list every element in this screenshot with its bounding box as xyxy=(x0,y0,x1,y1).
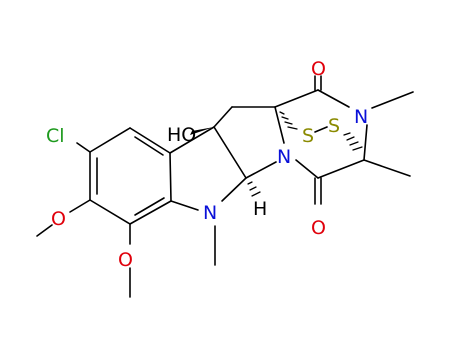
hydroxyl-group: HO xyxy=(167,124,196,146)
diketopiperazine-ring xyxy=(274,75,368,205)
pyrrolidine-nitrogen: N xyxy=(277,146,291,168)
benzene-ring xyxy=(89,127,172,225)
wedge-bond-oh xyxy=(190,127,214,135)
disulfide-bridge xyxy=(279,111,363,151)
methoxy-oxygen-2: O xyxy=(118,249,133,271)
stereo-bonds xyxy=(190,127,261,197)
substituent-bonds xyxy=(36,91,414,298)
hydrogen-atom: H xyxy=(253,198,267,220)
carbonyl-oxygen-bottom: O xyxy=(311,217,326,239)
atom-labels: Cl HO O O N N N S S H O O xyxy=(46,58,368,271)
indoline-nitrogen: N xyxy=(203,202,217,224)
carbonyl-oxygen-top: O xyxy=(311,58,326,80)
indoline-ring xyxy=(169,126,247,211)
chlorine-atom: Cl xyxy=(46,125,65,147)
sulfur-atom-2: S xyxy=(328,115,340,137)
sulfur-atom-1: S xyxy=(302,125,314,147)
methoxy-oxygen-1: O xyxy=(51,208,66,230)
amide-nitrogen: N xyxy=(354,106,368,128)
pyrrolidine-ring xyxy=(213,106,285,179)
